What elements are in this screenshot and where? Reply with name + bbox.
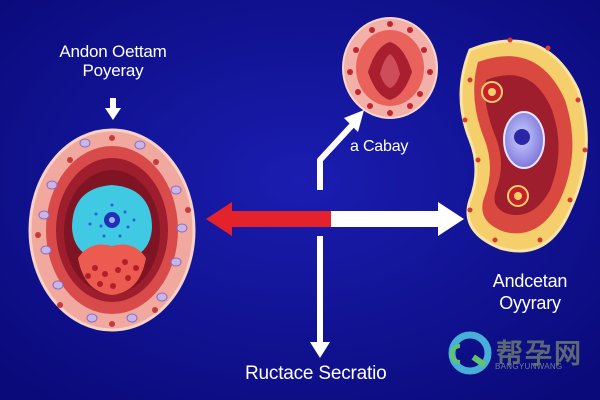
left-outer-cells — [38, 138, 188, 323]
small-down-arrow — [105, 98, 121, 120]
watermark-logo-icon — [448, 331, 492, 375]
down-arrow — [310, 236, 330, 358]
left-follicle — [28, 128, 196, 332]
label-top-left-line2: Poyeray — [82, 61, 144, 80]
watermark: 帮孕网 BANGYUNWANG — [444, 332, 584, 372]
label-mid: a Cabay — [350, 138, 409, 155]
label-bottom: Ructace Secratio — [245, 363, 387, 384]
label-right-line2: Oyyrary — [499, 293, 561, 313]
label-top-left-line1: Andon Oettam — [59, 42, 167, 61]
right-ovary — [459, 37, 588, 253]
watermark-text: 帮孕网 — [496, 339, 583, 370]
up-arrow — [317, 110, 364, 190]
left-cell-dots — [88, 203, 136, 238]
label-right-line1: Andcetan — [492, 271, 568, 291]
watermark-subtext: BANGYUNWANG — [495, 362, 563, 371]
label-right: Andcetan Oyyrary — [470, 270, 590, 314]
label-top-left: Andon Oettam Poyeray — [38, 42, 188, 80]
horizontal-arrow — [206, 202, 464, 236]
left-rim-redcells — [35, 135, 191, 327]
top-cell — [342, 17, 438, 119]
left-red-cells — [85, 259, 139, 289]
